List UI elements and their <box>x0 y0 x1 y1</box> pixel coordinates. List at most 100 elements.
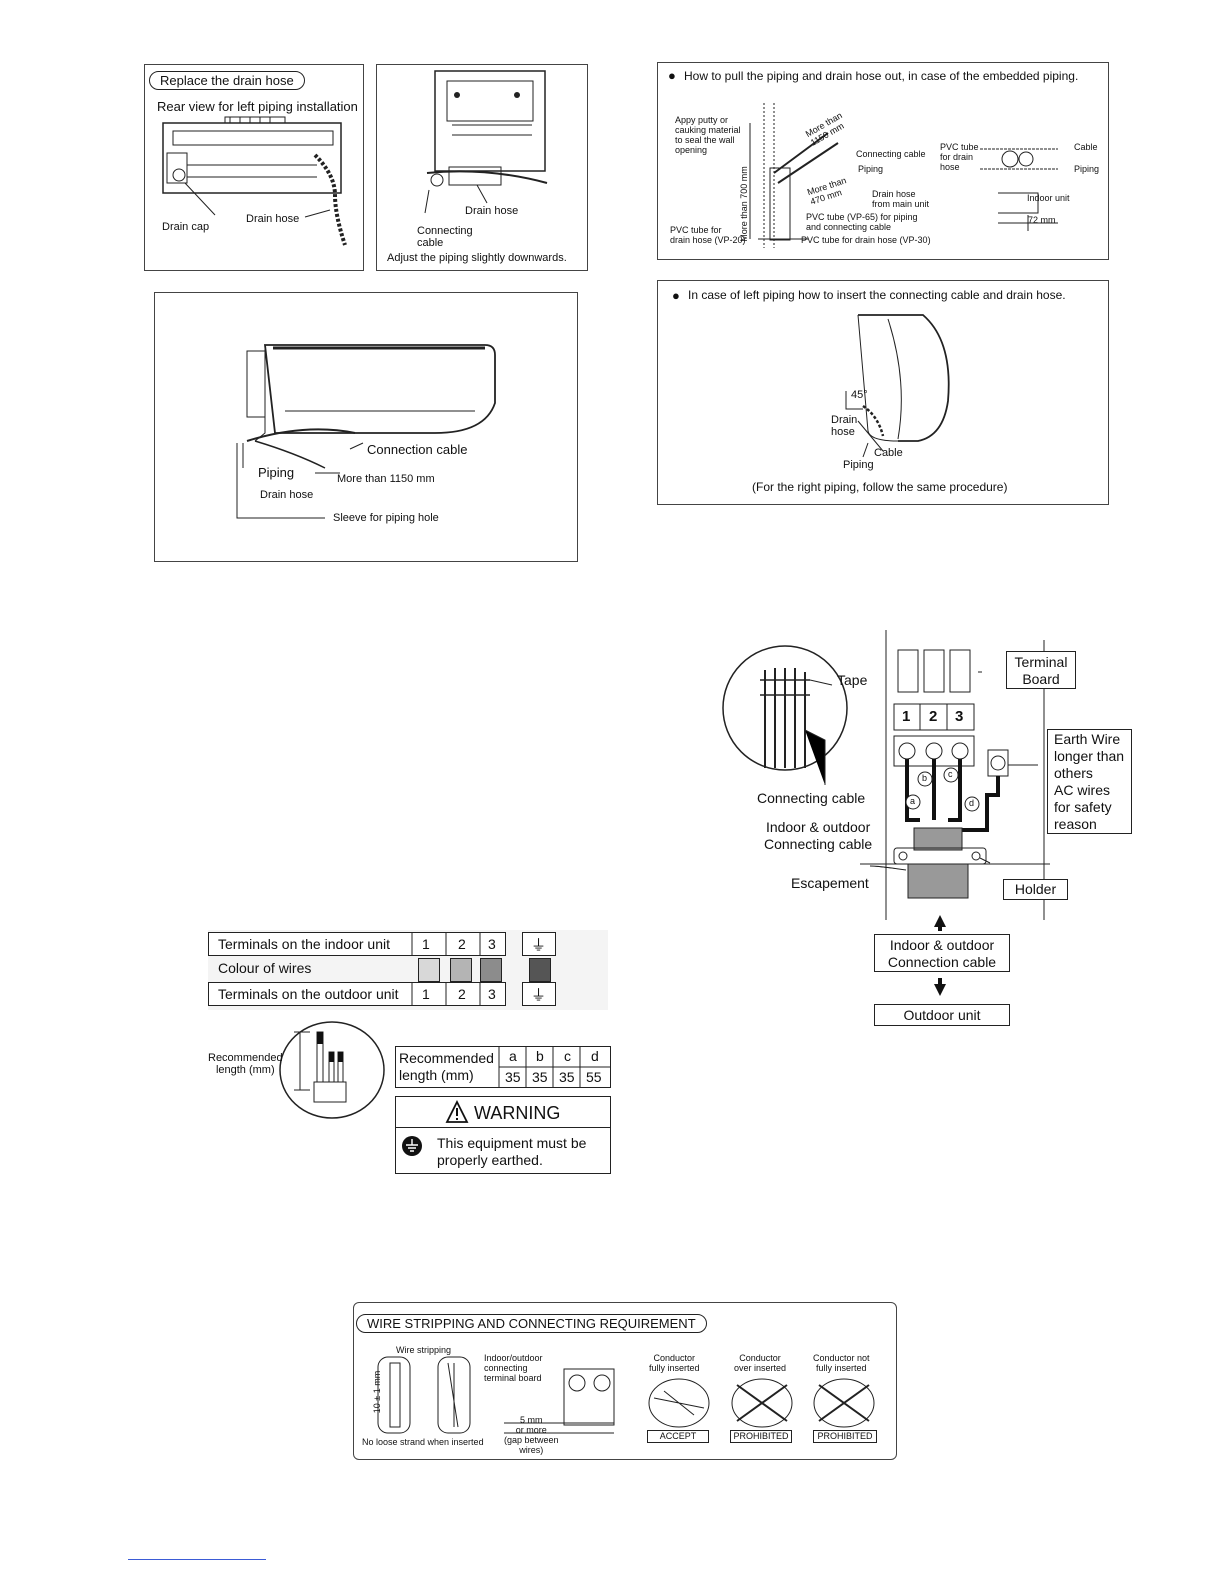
piping-label: Piping <box>258 465 295 480</box>
wire-colour-2 <box>450 958 472 982</box>
embedded-piping: Piping <box>858 164 884 174</box>
stripped-wire-drawing <box>279 1021 385 1119</box>
outdoor-earth-icon: ⏚ <box>531 987 547 1004</box>
warning-box <box>395 1096 611 1174</box>
embedded-title: How to pull the piping and drain hose ou… <box>684 69 1079 83</box>
left-piping-panel: ● In case of left piping how to insert t… <box>657 280 1109 505</box>
left-piping-title: In case of left piping how to insert the… <box>688 288 1066 302</box>
sleeve-label: Sleeve for piping hole <box>333 512 439 524</box>
terminal-board-box: Terminal Board <box>1006 651 1076 689</box>
indoor-terminal-3: 3 <box>488 936 496 952</box>
embedded-bullet: ● <box>668 68 676 83</box>
wire-letter-b: b <box>922 773 928 783</box>
embedded-piping-right: Piping <box>1074 164 1100 174</box>
wire-stripping-panel: WIRE STRIPPING AND CONNECTING REQUIREMEN… <box>353 1302 897 1460</box>
indoor-drain-hose-label: Drain hose <box>260 489 314 501</box>
recommended-length-grid <box>498 1046 611 1088</box>
recommended-length-header: Recommended length (mm) <box>399 1050 494 1083</box>
angle-label: 45° <box>851 389 868 401</box>
escapement-label: Escapement <box>791 875 869 891</box>
wire-stripping-title: WIRE STRIPPING AND CONNECTING REQUIREMEN… <box>356 1314 707 1333</box>
prohibited-box-1: PROHIBITED <box>730 1430 792 1443</box>
wire-letter-a: a <box>910 796 916 806</box>
left-drain-hose-label: Drain hose <box>831 414 858 438</box>
outdoor-unit-box: Outdoor unit <box>874 1004 1010 1026</box>
drain-hose-panel-title: Replace the drain hose <box>149 71 305 90</box>
vp30-label: PVC tube for drain hose (VP-30) <box>801 235 931 245</box>
dim-10mm-label: 10 ± 1 mm <box>372 1370 383 1414</box>
putty-label: Appy putty or cauking material to seal t… <box>675 115 741 155</box>
pvc-tube-drain-label: PVC tube for drain hose <box>940 142 979 172</box>
fully-inserted-label: Conductor fully inserted <box>649 1353 700 1373</box>
wire-letter-d: d <box>969 798 975 808</box>
footer-rule <box>128 1559 266 1560</box>
left-piping-drawing <box>845 314 950 458</box>
length-letter-b: b <box>536 1048 544 1064</box>
wire-colour-earth <box>529 958 551 982</box>
earth-wire-box: Earth Wire longer than others AC wires f… <box>1047 729 1132 834</box>
rear-view-label: Rear view for left piping installation <box>157 99 358 114</box>
embedded-piping-panel: ● How to pull the piping and drain hose … <box>657 62 1109 260</box>
wire-colour-1 <box>418 958 440 982</box>
indoor-earth-cell <box>522 932 556 956</box>
wire-letter-c: c <box>948 769 953 779</box>
length-value-c: 35 <box>559 1069 575 1085</box>
terminal-3: 3 <box>955 708 964 725</box>
warning-divider <box>395 1127 611 1128</box>
outdoor-terminal-dividers <box>411 982 481 1006</box>
length-letter-c: c <box>564 1048 571 1064</box>
not-inserted-drawing <box>813 1378 875 1428</box>
left-cable-label: Cable <box>874 447 903 459</box>
vp65-label: PVC tube (VP-65) for piping and connecti… <box>806 212 918 232</box>
wiring-connecting-cable-label: Connecting cable <box>757 790 866 806</box>
recommended-length-side-label: Recommended length (mm) <box>208 1052 283 1076</box>
length-value-d: 55 <box>586 1069 602 1085</box>
vp20-label: PVC tube for drain hose (VP-20) <box>670 225 746 245</box>
wire-colour-3 <box>480 958 502 982</box>
length-letter-a: a <box>509 1048 517 1064</box>
no-loose-strand-label: No loose strand when inserted <box>362 1437 484 1447</box>
drain-hose-label: Drain hose <box>246 213 300 225</box>
colour-of-wires-label: Colour of wires <box>218 960 312 976</box>
holder-box: Holder <box>1003 879 1068 900</box>
earth-symbol-icon <box>402 1136 422 1156</box>
length-value-b: 35 <box>532 1069 548 1085</box>
terminal-board-label: Indoor/outdoor connecting terminal board <box>484 1353 543 1383</box>
connection-cable-box: Indoor & outdoor Connection cable <box>874 934 1010 972</box>
embedded-connecting-cable: Connecting cable <box>856 149 926 159</box>
wire-stripping-drawing <box>377 1356 875 1434</box>
over-inserted-label: Conductor over inserted <box>734 1353 787 1373</box>
indoor-terminals-row <box>208 932 506 956</box>
length-letter-d: d <box>591 1048 599 1064</box>
tape-label: Tape <box>837 672 868 688</box>
drain-hose-panel: Replace the drain hose Rear view for lef… <box>144 64 364 271</box>
left-piping-caption: (For the right piping, follow the same p… <box>752 480 1008 494</box>
indoor-terminal-1: 1 <box>422 936 430 952</box>
wiring-diagram-drawing <box>722 630 1050 996</box>
adjust-piping-panel: Drain hose Connecting cable Adjust the p… <box>376 64 588 271</box>
embedded-drawing <box>749 103 1058 248</box>
outdoor-terminal-1: 1 <box>422 986 430 1002</box>
left-piping-label: Piping <box>843 459 874 471</box>
terminal-connectors <box>897 649 971 693</box>
drain-cap-label: Drain cap <box>162 221 210 233</box>
outdoor-terminals-label: Terminals on the outdoor unit <box>218 986 399 1002</box>
indoor-earth-icon: ⏚ <box>531 937 547 954</box>
accept-drawing <box>648 1378 710 1428</box>
accept-box: ACCEPT <box>647 1430 709 1443</box>
warning-title: WARNING <box>474 1103 561 1123</box>
embedded-indoor-unit: Indoor unit <box>1027 193 1070 203</box>
outdoor-terminal-2: 2 <box>458 986 466 1002</box>
warning-icon <box>445 1099 469 1123</box>
terminal-2: 2 <box>929 708 938 725</box>
prohibited-box-2: PROHIBITED <box>813 1430 877 1443</box>
indoor-outdoor-cable-label: Indoor & outdoor Connecting cable <box>764 819 873 852</box>
not-fully-inserted-label: Conductor not fully inserted <box>813 1353 870 1373</box>
terminal-1: 1 <box>902 708 911 725</box>
length-value-a: 35 <box>505 1069 521 1085</box>
drain-hose-main-label: Drain hose from main unit <box>872 189 930 209</box>
adjust-caption: Adjust the piping slightly downwards. <box>387 252 567 264</box>
outdoor-terminals-row <box>208 982 506 1006</box>
over-inserted-drawing <box>731 1378 793 1428</box>
dim-72-label: 72 mm <box>1028 215 1056 225</box>
